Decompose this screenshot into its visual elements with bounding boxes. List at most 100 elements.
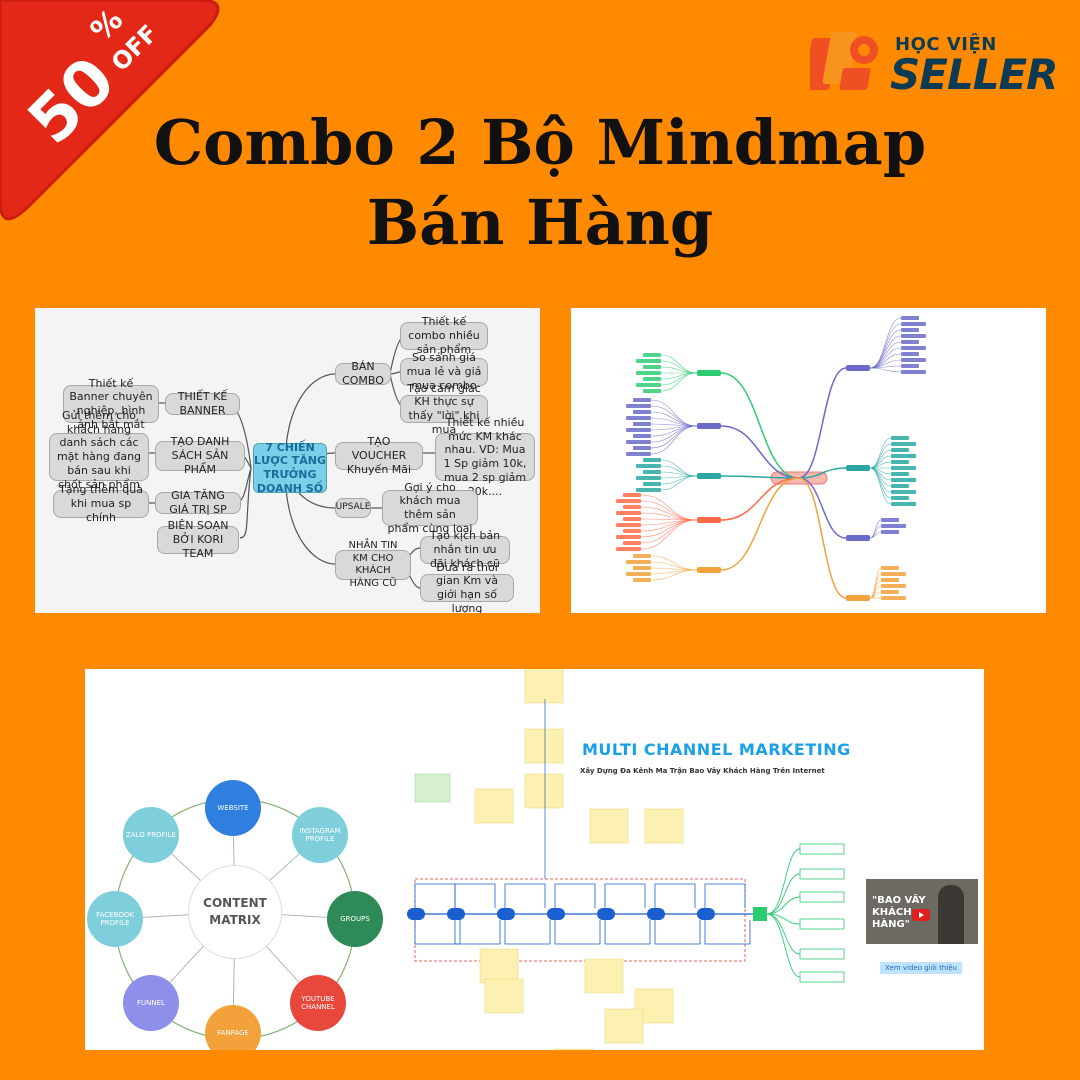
flow-shape xyxy=(504,920,551,945)
leaf-voucher: Thiết kế nhiều mức KM khác nhau. VD: Mua… xyxy=(435,416,535,498)
mindmap-shape xyxy=(891,442,916,446)
mindmap-shape xyxy=(881,584,906,588)
mindmap-shape xyxy=(643,377,661,381)
mindmap-shape xyxy=(798,477,847,539)
mindmap-shape xyxy=(636,488,661,492)
mindmap-shape xyxy=(798,477,847,599)
leaf-combo-1: Thiết kế combo nhiều sản phẩm xyxy=(400,315,488,356)
mindmap-shape xyxy=(891,502,916,506)
mindmap-shape xyxy=(633,434,651,438)
mindmap-shape xyxy=(881,566,899,570)
video-thumbnail[interactable]: "BAO VÂY KHÁCH HÀNG" xyxy=(866,879,978,944)
mindmap-shape xyxy=(891,496,909,500)
branch-tao-voucher: TẠO VOUCHER Khuyến Mãi xyxy=(335,435,423,476)
mindmap-shape xyxy=(891,454,916,458)
mindmap-shape xyxy=(869,347,902,369)
mindmap-shape xyxy=(640,519,698,532)
mindmap-shape xyxy=(633,398,651,402)
channel-groups: GROUPS xyxy=(327,891,383,947)
mindmap-shape xyxy=(901,370,926,374)
flow-shape xyxy=(654,883,696,908)
channel-youtube: YOUTUBE CHANNEL xyxy=(290,975,346,1031)
branch-nhan-tin: NHẮN TIN KM CHO KHÁCH HÀNG CŨ xyxy=(335,540,411,589)
mindmap-shape xyxy=(891,466,916,470)
mindmap-shape xyxy=(869,573,882,599)
flow-shape xyxy=(799,843,845,855)
mindmap-shape xyxy=(623,541,641,545)
mindmap-shape xyxy=(869,367,902,373)
mindmap-shape xyxy=(633,578,651,582)
mindmap-strategy-panel: 7 CHIẾN LƯỢC TĂNG TRƯỞNG DOANH SỐ THIẾT … xyxy=(35,308,540,613)
leaf-nhan-tin-1: Tạo kịch bản nhắn tin ưu đãi khách cũ xyxy=(420,529,510,570)
mindmap-shape xyxy=(660,465,698,477)
video-play-icon xyxy=(912,909,930,921)
mindmap-shape xyxy=(660,459,698,477)
watch-video-button[interactable]: Xem video giới thiệu xyxy=(880,962,962,974)
mindmap-shape xyxy=(881,524,906,528)
mindmap-shape xyxy=(891,478,916,482)
mindmap-shape xyxy=(626,416,651,420)
flow-shape xyxy=(454,920,501,945)
flow-shape xyxy=(647,908,665,920)
mindmap-shape xyxy=(869,341,902,369)
mindmap-shape xyxy=(650,569,698,581)
mindmap-shape xyxy=(881,590,899,594)
flow-shape xyxy=(554,920,601,945)
flow-shape xyxy=(799,891,845,903)
mindmap-shape xyxy=(650,567,698,571)
mindmap-shape xyxy=(869,467,892,505)
flow-shape xyxy=(524,728,564,764)
flow-shape xyxy=(753,907,767,921)
logo-line1: HỌC VIỆN xyxy=(895,34,997,55)
colorful-mindmap-graphic xyxy=(616,316,926,601)
mindmap-shape xyxy=(881,578,899,582)
flow-shape xyxy=(799,971,845,983)
channel-zalo: ZALO PROFILE xyxy=(123,807,179,863)
mindmap-shape xyxy=(626,428,651,432)
channel-website: WEBSITE xyxy=(205,780,261,836)
mindmap-shape xyxy=(633,566,651,570)
page-title-line1: Combo 2 Bộ Mindmap xyxy=(153,106,927,179)
mindmap-shape xyxy=(697,370,721,376)
mindmap-shape xyxy=(626,560,651,564)
mindmap-shape xyxy=(798,467,847,479)
mindmap-shape xyxy=(901,316,919,320)
mindmap-shape xyxy=(660,475,698,491)
flow-shape xyxy=(497,908,515,920)
mindmap-shape xyxy=(891,472,909,476)
mindmap-shape xyxy=(798,367,847,479)
mindmap-shape xyxy=(846,465,870,471)
leaf-nhan-tin-2: Đưa ra thời gian Km và giới hạn số lượng xyxy=(420,561,514,613)
colorful-mindmap-panel xyxy=(571,308,1046,613)
branch-tao-danh-sach: TẠO DANH SÁCH SẢN PHẨM xyxy=(155,435,245,476)
channel-fanpage: FANPAGE xyxy=(205,1005,261,1050)
flow-shape xyxy=(604,883,646,908)
mindmap-shape xyxy=(891,490,916,494)
mindmap-shape xyxy=(697,567,721,573)
mindmap-shape xyxy=(846,595,870,601)
mindmap-shape xyxy=(643,353,661,357)
flow-shape xyxy=(479,948,519,984)
mindmap-shape xyxy=(633,410,651,414)
leaf-combo-3: Tạo cảm giác KH thực sự thấy "lời" khi m… xyxy=(400,382,488,436)
branch-thiet-ke-banner: THIẾT KẾ BANNER xyxy=(165,390,240,417)
flow-shape xyxy=(766,848,801,915)
mindmap-shape xyxy=(623,493,641,497)
mindmap-shape xyxy=(869,467,892,499)
mindmap-shape xyxy=(869,443,892,469)
multi-channel-subheading: Xây Dựng Đa Kênh Ma Trận Bao Vây Khách H… xyxy=(580,767,825,775)
mindmap-shape xyxy=(901,358,926,362)
mindmap-shape xyxy=(640,500,698,521)
mindmap-shape xyxy=(650,425,698,455)
branch-bien-soan: BIÊN SOẠN BỞI KORI TEAM xyxy=(157,519,239,560)
mindmap-shape xyxy=(697,423,721,429)
flow-shape xyxy=(414,920,461,945)
flow-shape xyxy=(697,908,715,920)
flow-shape xyxy=(766,913,801,978)
mindmap-shape xyxy=(626,452,651,456)
mindmap-shape xyxy=(901,334,926,338)
mindmap-shape xyxy=(891,448,909,452)
mindmap-shape xyxy=(869,317,902,369)
flow-shape xyxy=(584,958,624,994)
